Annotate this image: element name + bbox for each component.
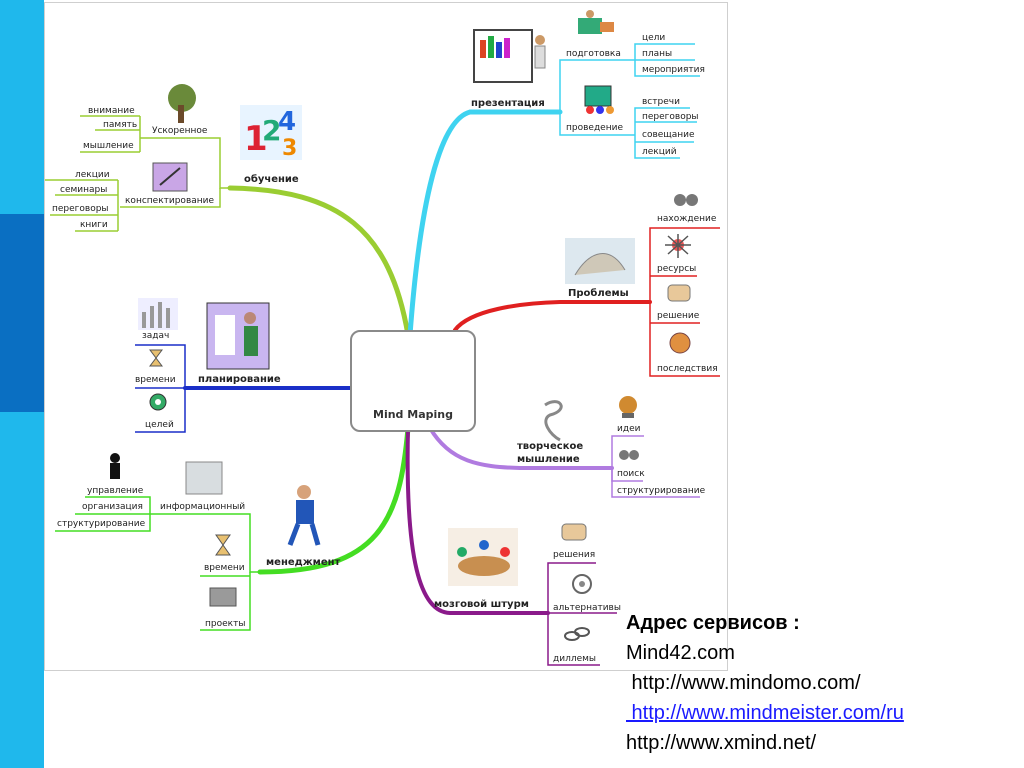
solutions-icon (561, 523, 587, 541)
obuchenie-group-2: конспектирование (125, 196, 215, 206)
svg-text:3: 3 (282, 136, 297, 161)
menedzhment-item: времени (204, 563, 245, 573)
branch-obuchenie-title: обучение (244, 174, 299, 185)
service-link-xmind[interactable]: http://www.xmind.net/ (626, 732, 817, 754)
services-heading: Адрес сервисов : (626, 612, 800, 634)
numbers-icon: 1 2 4 3 (240, 105, 302, 161)
services-list: Адрес сервисов : Mind42.com http://www.m… (626, 608, 904, 758)
conference-icon (584, 85, 614, 114)
service-link-mindomo[interactable]: http://www.mindomo.com/ (626, 672, 861, 694)
service-link-mindmeister[interactable]: http://www.mindmeister.com/ru (626, 702, 904, 724)
planirovanie-item: времени (135, 375, 176, 385)
search-binoculars-icon (619, 450, 639, 460)
prezentaciya-item: переговоры (642, 112, 699, 122)
obuchenie-item: семинары (60, 185, 108, 195)
planirovanie-item: задач (142, 331, 170, 341)
binoculars-icon (674, 194, 698, 206)
resources-icon (665, 234, 691, 258)
center-node: Mind Maping (350, 330, 476, 432)
menedzhment-item: структурирование (57, 519, 146, 529)
branch-problemy-line (453, 300, 652, 332)
menedzhment-item: управление (87, 486, 144, 496)
planning-man-icon (206, 302, 270, 370)
planirovanie-item: целей (145, 420, 174, 430)
silhouette-icon (110, 453, 120, 479)
lamp-icon (619, 396, 637, 418)
obuchenie-item: книги (80, 220, 108, 230)
hourglass-icon (149, 349, 163, 367)
prezentaciya-item: планы (642, 49, 673, 59)
presentation-board-icon (473, 29, 546, 83)
prezentaciya-item: совещание (642, 130, 695, 140)
chart-icon (138, 298, 178, 330)
obuchenie-item: внимание (88, 106, 135, 116)
center-title: Mind Maping (373, 408, 453, 421)
tree-icon (168, 84, 196, 123)
team-meeting-icon (578, 10, 614, 34)
prezentaciya-item: лекций (642, 147, 677, 157)
consequences-icon (669, 332, 691, 354)
branch-tvorcheskoe-line (428, 426, 614, 470)
time-hourglass-icon (215, 534, 231, 556)
branch-shturm-title: мозговой штурм (434, 599, 529, 610)
brainstorm-table-icon (448, 528, 518, 586)
tvorcheskoe-item: структурирование (617, 486, 706, 496)
target-icon (149, 393, 167, 411)
svg-text:1: 1 (244, 119, 268, 159)
prezentaciya-group-2: проведение (566, 123, 623, 133)
tools-icon (209, 587, 237, 607)
alternatives-icon (572, 574, 592, 594)
obuchenie-item: переговоры (52, 204, 109, 214)
obuchenie-item: лекции (75, 170, 110, 180)
obuchenie-item: память (103, 120, 138, 130)
tvorcheskoe-item: поиск (617, 469, 645, 479)
branch-menedzhment-title: менеджмент (266, 557, 341, 568)
running-man-icon (287, 485, 321, 546)
menedzhment-item: организация (82, 502, 143, 512)
problems-picture-icon (565, 238, 635, 284)
problemy-item: решение (657, 311, 700, 321)
puzzle-icon (185, 461, 223, 495)
shturm-item: альтернативы (553, 603, 621, 613)
prezentaciya-item: встречи (642, 97, 680, 107)
branch-prezentaciya-title: презентация (471, 98, 545, 109)
branch-shturm-line (405, 426, 550, 615)
chain-icon (564, 627, 590, 641)
problemy-item: нахождение (657, 214, 717, 224)
prezentaciya-item: мероприятия (642, 65, 705, 75)
creative-swirl-icon (544, 400, 563, 442)
branch-tvorcheskoe-title-line2: мышление (517, 454, 580, 465)
obuchenie-item: мышление (83, 141, 134, 151)
shturm-item: диллемы (553, 654, 597, 664)
solution-icon (667, 284, 691, 302)
prezentaciya-group-1: подготовка (566, 49, 621, 59)
menedzhment-group-1: информационный (160, 502, 246, 512)
shturm-item: решения (553, 550, 596, 560)
branch-menedzhment-line (257, 425, 411, 575)
slide-sidebar (0, 0, 44, 768)
problemy-item: последствия (657, 364, 718, 374)
branch-planirovanie-title: планирование (198, 374, 281, 385)
menedzhment-item: проекты (205, 619, 246, 629)
svg-text:2: 2 (262, 114, 281, 147)
branch-problemy-title: Проблемы (568, 288, 629, 299)
service-link-mind42[interactable]: Mind42.com (626, 642, 735, 664)
problemy-item: ресурсы (657, 264, 697, 274)
branch-obuchenie-line (227, 185, 411, 338)
prezentaciya-item: цели (642, 33, 666, 43)
branch-prezentaciya-line (407, 109, 563, 338)
branch-tvorcheskoe-title-line1: творческое (517, 441, 584, 452)
sidebar-accent (0, 214, 44, 412)
obuchenie-group-1: Ускоренное (152, 126, 208, 136)
svg-text:4: 4 (278, 107, 296, 137)
tvorcheskoe-item: идеи (617, 424, 641, 434)
notes-icon (152, 162, 188, 192)
